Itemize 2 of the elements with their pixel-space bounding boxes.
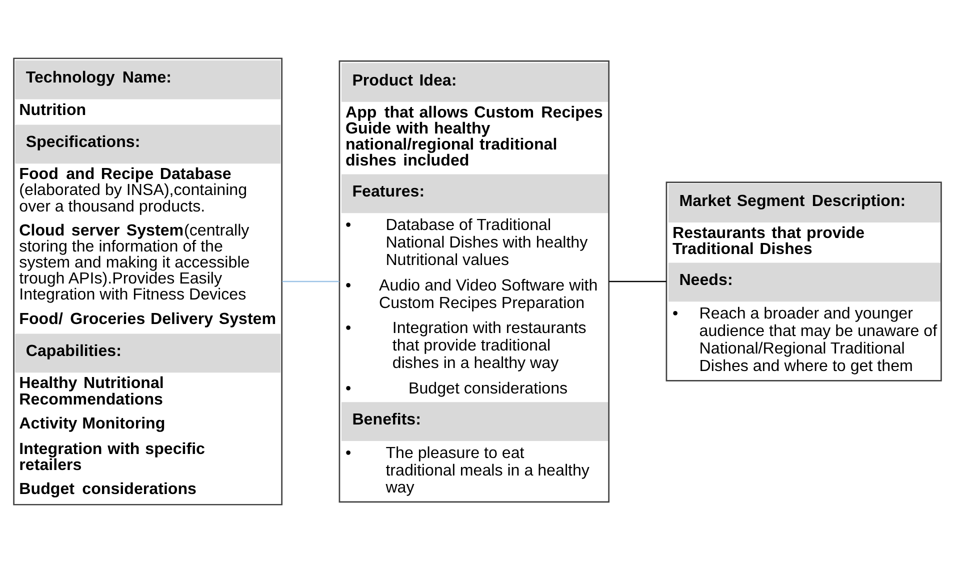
connector: [282, 280, 340, 282]
connector: [608, 280, 666, 282]
